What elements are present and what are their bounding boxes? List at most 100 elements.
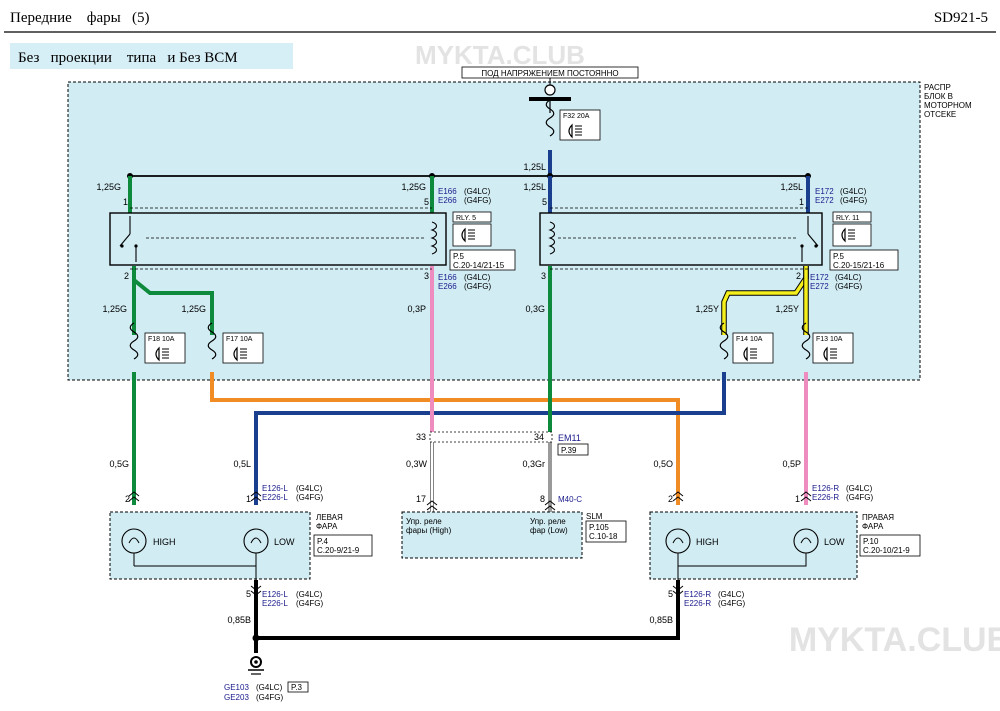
- fuse-f17-label: F17 10A: [226, 336, 253, 343]
- svg-text:E126-L: E126-L: [262, 590, 288, 599]
- svg-text:1,25G: 1,25G: [96, 182, 121, 192]
- svg-text:E272: E272: [810, 282, 829, 291]
- svg-text:5: 5: [668, 589, 673, 599]
- svg-text:1,25G: 1,25G: [181, 304, 206, 314]
- slm-low-label-1: Упр. реле: [530, 517, 566, 526]
- rly5-ref: C.20-14/21-15: [453, 261, 505, 270]
- svg-text:E166: E166: [438, 187, 457, 196]
- right-high-label: HIGH: [696, 537, 719, 547]
- svg-text:E226-R: E226-R: [684, 599, 711, 608]
- svg-text:E166: E166: [438, 273, 457, 282]
- svg-text:(G4LC): (G4LC): [840, 187, 867, 196]
- svg-text:1: 1: [795, 494, 800, 504]
- rly11-page: P.5: [833, 252, 845, 261]
- fuse-f14-label: F14 10A: [736, 336, 763, 343]
- left-lamp-ref: C.20-9/21-9: [317, 546, 360, 555]
- svg-text:E226-L: E226-L: [262, 493, 288, 502]
- slm-module: [401, 511, 583, 559]
- svg-text:(G4FG): (G4FG): [256, 693, 283, 702]
- svg-text:(G4LC): (G4LC): [296, 484, 323, 493]
- svg-text:(G4LC): (G4LC): [846, 484, 873, 493]
- page-title: Передние фары (5): [10, 10, 150, 26]
- svg-text:E266: E266: [438, 196, 457, 205]
- wire-0-5O: [210, 372, 680, 505]
- relay-rly5: [109, 207, 447, 270]
- rly5-page: P.5: [453, 252, 465, 261]
- power-label: ПОД НАПРЯЖЕНИЕМ ПОСТОЯННО: [481, 69, 618, 78]
- svg-text:0,3W: 0,3W: [406, 459, 428, 469]
- svg-text:(G4FG): (G4FG): [718, 599, 745, 608]
- ground-page: P.3: [291, 683, 303, 692]
- em11-page: P.39: [561, 446, 577, 455]
- svg-text:5: 5: [424, 197, 429, 207]
- ground-ge103: GE103: [224, 683, 249, 692]
- slm-page: P.105: [589, 523, 609, 532]
- svg-text:33: 33: [416, 432, 426, 442]
- slm-ref: C.10-18: [589, 532, 618, 541]
- em11-label: EM11: [558, 433, 581, 443]
- svg-text:2: 2: [125, 494, 130, 504]
- svg-text:1,25G: 1,25G: [401, 182, 426, 192]
- page-code: SD921-5: [934, 10, 988, 26]
- watermark-bottom: MYKTA.CLUB: [789, 621, 1000, 659]
- watermark-top: MYKTA.CLUB: [415, 40, 585, 70]
- svg-text:0,3Gr: 0,3Gr: [522, 459, 545, 469]
- right-low-label: LOW: [824, 537, 845, 547]
- svg-text:0,3G: 0,3G: [525, 304, 545, 314]
- slm-name: SLM: [586, 512, 603, 521]
- left-headlamp: [109, 511, 311, 580]
- svg-text:E172: E172: [810, 273, 829, 282]
- svg-text:(G4FG): (G4FG): [835, 282, 862, 291]
- left-lamp-page: P.4: [317, 537, 329, 546]
- label-1-25L-feed: 1,25L: [523, 162, 546, 172]
- left-low-label: LOW: [274, 537, 295, 547]
- svg-text:(G4FG): (G4FG): [840, 196, 867, 205]
- svg-text:0,85B: 0,85B: [227, 615, 251, 625]
- svg-text:5: 5: [246, 589, 251, 599]
- left-lamp-title-1: ЛЕВАЯ: [316, 513, 343, 522]
- svg-text:1: 1: [123, 197, 128, 207]
- variant-label-bg: [10, 43, 293, 69]
- svg-text:1,25G: 1,25G: [102, 304, 127, 314]
- svg-text:1,25L: 1,25L: [523, 182, 546, 192]
- block-label-1: РАСПР: [924, 83, 951, 92]
- svg-text:5: 5: [542, 197, 547, 207]
- svg-text:(G4FG): (G4FG): [464, 282, 491, 291]
- svg-text:(G4FG): (G4FG): [846, 493, 873, 502]
- svg-text:E266: E266: [438, 282, 457, 291]
- block-label-4: ОТСЕКЕ: [924, 110, 956, 119]
- svg-text:(G4LC): (G4LC): [296, 590, 323, 599]
- svg-text:(G4LC): (G4LC): [256, 683, 283, 692]
- slm-high-label-2: фары (High): [406, 526, 452, 535]
- left-high-label: HIGH: [153, 537, 176, 547]
- svg-text:E126-L: E126-L: [262, 484, 288, 493]
- svg-text:E126-R: E126-R: [812, 484, 839, 493]
- svg-text:1,25Y: 1,25Y: [695, 304, 719, 314]
- svg-text:17: 17: [416, 494, 426, 504]
- block-label-2: БЛОК В: [924, 92, 953, 101]
- variant-label: Без проекции типа и Без ВСМ: [18, 50, 238, 66]
- svg-text:0,5L: 0,5L: [233, 459, 251, 469]
- slm-connector: M40-C: [558, 495, 582, 504]
- power-terminal: [544, 84, 556, 96]
- svg-text:34: 34: [534, 432, 544, 442]
- svg-text:0,5P: 0,5P: [782, 459, 801, 469]
- right-lamp-page: P.10: [863, 537, 879, 546]
- ground-ge203: GE203: [224, 693, 249, 702]
- svg-text:1: 1: [799, 197, 804, 207]
- slm-high-label-1: Упр. реле: [406, 517, 442, 526]
- left-lamp-title-2: ФАРА: [316, 522, 338, 531]
- svg-text:8: 8: [540, 494, 545, 504]
- svg-text:1,25Y: 1,25Y: [775, 304, 799, 314]
- svg-text:(G4FG): (G4FG): [296, 599, 323, 608]
- svg-text:(G4FG): (G4FG): [296, 493, 323, 502]
- rly5-name: RLY. 5: [456, 215, 476, 222]
- svg-text:1: 1: [246, 494, 251, 504]
- svg-text:(G4LC): (G4LC): [464, 273, 491, 282]
- svg-text:E272: E272: [815, 196, 834, 205]
- svg-text:E226-R: E226-R: [812, 493, 839, 502]
- svg-text:0,5G: 0,5G: [109, 459, 129, 469]
- svg-text:(G4FG): (G4FG): [464, 196, 491, 205]
- svg-text:E172: E172: [815, 187, 834, 196]
- svg-text:(G4LC): (G4LC): [464, 187, 491, 196]
